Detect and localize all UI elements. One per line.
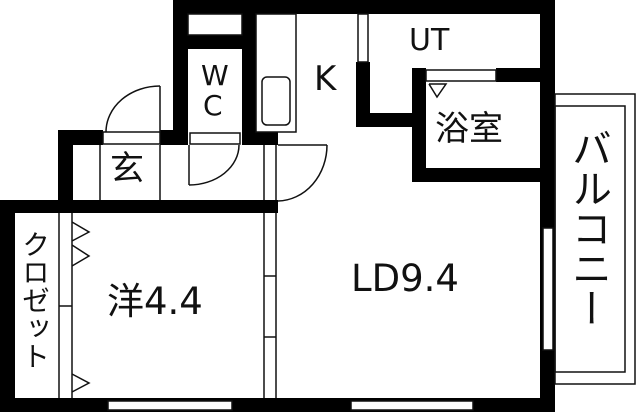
walls <box>0 0 555 412</box>
windows <box>102 13 554 411</box>
room-label-entrance: 玄 <box>110 149 144 189</box>
room-label-western-room: 洋4.4 <box>107 280 203 323</box>
room-label-closet: クロゼット <box>18 230 51 370</box>
fixtures <box>58 13 636 398</box>
room-label-bathroom: 浴室 <box>435 109 503 149</box>
room-label-wc-c: C <box>203 89 223 122</box>
room-label-living-dining: LD9.4 <box>351 257 459 300</box>
room-label-utility: UT <box>409 23 450 58</box>
room-label-balcony: バルコニー <box>565 128 611 328</box>
room-label-wc-w: W <box>201 59 229 92</box>
room-label-kitchen: K <box>314 59 337 99</box>
